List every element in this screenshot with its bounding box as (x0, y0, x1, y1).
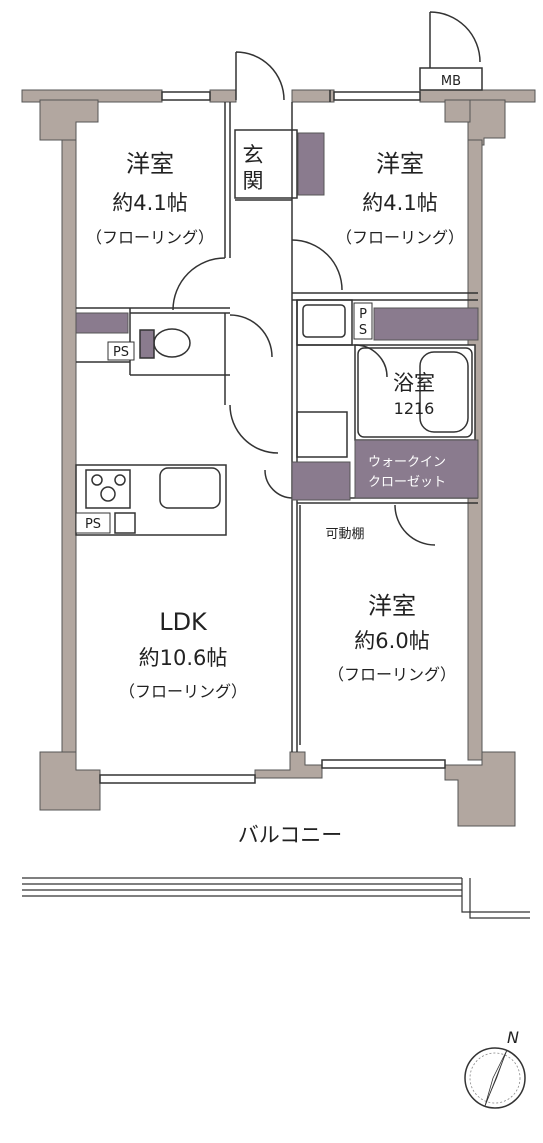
wall-top-mid (209, 89, 237, 103)
movable-shelf-label: 可動棚 (325, 527, 364, 542)
ps-toilet-box (107, 341, 135, 361)
wic-label-2: クローゼット (368, 475, 446, 490)
compass (464, 1047, 526, 1109)
column-top-left (39, 99, 99, 146)
entrance-label-2: 関 (243, 169, 264, 193)
wall-mb-side (444, 99, 471, 123)
room-size-ldk: 約10.6帖 (139, 646, 228, 670)
ps-kitchen-box (75, 512, 111, 534)
door-nw-room (172, 257, 226, 311)
storage-shoes (297, 132, 325, 196)
stove (85, 469, 131, 509)
door-ne-room (291, 239, 343, 291)
room-name-nw: 洋室 (126, 150, 174, 178)
balcony-label: バルコニー (238, 823, 343, 847)
wall-left (61, 139, 77, 761)
wic-label-1: ウォークイン (368, 455, 446, 470)
column-bottom-left (39, 751, 101, 811)
door-entrance (235, 51, 285, 101)
ps-bath-box (353, 302, 373, 340)
ps-kitchen-label: PS (85, 517, 101, 532)
balcony-rail (22, 877, 530, 919)
door-ldk (229, 404, 279, 454)
north-label: N (507, 1028, 519, 1047)
toilet (153, 328, 191, 358)
sink (159, 467, 221, 509)
window-top-right (333, 91, 421, 101)
storage-ne-closet (373, 307, 479, 341)
door-se-room (394, 504, 436, 546)
door-mb (429, 11, 481, 68)
storage-areas (75, 132, 479, 501)
ps-bath-label-p: P (359, 307, 367, 322)
room-size-nw: 約4.1帖 (112, 191, 187, 215)
room-labels: 洋室 約4.1帖 （フローリング） 洋室 約4.1帖 （フローリング） 玄 関 … (85, 74, 519, 1047)
window-bottom-left (99, 774, 256, 784)
bath-name: 浴室 (393, 371, 435, 395)
room-size-se: 約6.0帖 (354, 629, 429, 653)
walk-in-closet (354, 439, 479, 499)
ps-toilet-label: PS (113, 345, 129, 360)
window-bottom-right (321, 759, 446, 769)
room-floor-ne: （フローリング） (336, 228, 464, 247)
room-floor-se: （フローリング） (328, 665, 456, 684)
storage-corridor (291, 461, 351, 501)
room-size-ne: 約4.1帖 (362, 191, 437, 215)
column-bottom-right (444, 751, 516, 827)
structural-walls (21, 89, 536, 827)
window-top-left (161, 91, 211, 101)
door-toilet (229, 314, 273, 358)
mb-label: MB (441, 74, 461, 89)
wall-bottom-mid (254, 751, 323, 779)
bath-size: 1216 (394, 399, 435, 418)
storage-nw-closet (75, 312, 129, 334)
mb-box (419, 67, 483, 91)
entrance-label-1: 玄 (243, 143, 264, 167)
fridge-space (114, 512, 136, 534)
wall-top-mid2 (291, 89, 335, 103)
door-bath (354, 344, 388, 378)
room-floor-ldk: （フローリング） (119, 682, 247, 701)
room-name-se: 洋室 (368, 592, 416, 620)
door-closet (264, 469, 294, 499)
room-name-ne: 洋室 (376, 150, 424, 178)
room-name-ldk: LDK (159, 608, 208, 636)
ps-bath-label-s: S (359, 323, 367, 338)
room-floor-nw: （フローリング） (86, 228, 214, 247)
